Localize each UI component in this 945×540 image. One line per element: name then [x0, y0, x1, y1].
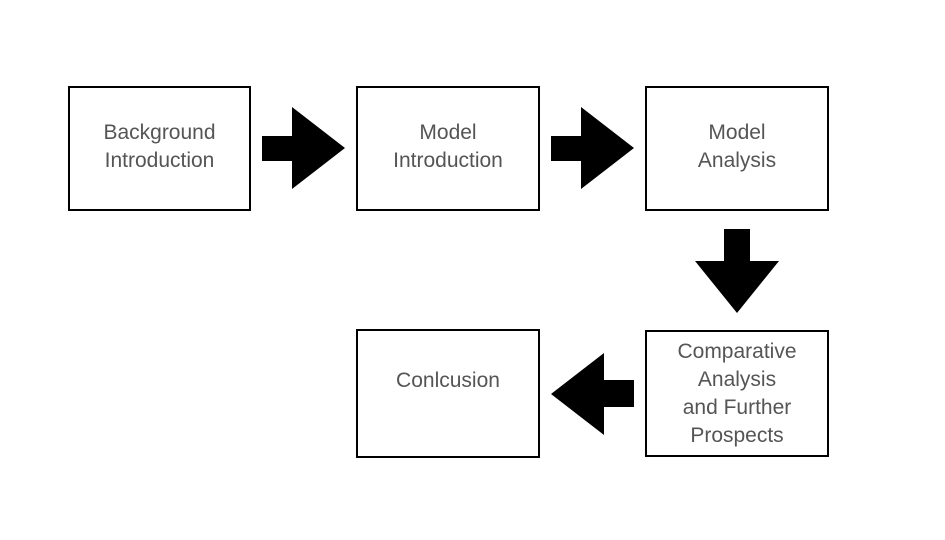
node-model-analysis: Model Analysis — [645, 86, 829, 211]
arrow-right-icon — [262, 107, 345, 189]
node-comparative-analysis: Comparative Analysis and Further Prospec… — [645, 330, 829, 457]
node-label-line: Analysis — [697, 148, 777, 172]
node-label-line: Introduction — [104, 148, 215, 172]
node-label-line: Prospects — [690, 423, 784, 447]
node-label-line: Background — [103, 120, 216, 144]
node-label-line: Model — [419, 120, 477, 144]
node-conclusion: Conlcusion — [356, 329, 540, 458]
node-label: Background Introduction — [80, 119, 240, 175]
node-label-line: Comparative — [677, 339, 797, 363]
node-label-line: Model — [708, 120, 766, 144]
node-label-line: Analysis — [697, 367, 777, 391]
node-label: Model Introduction — [368, 119, 528, 175]
node-label: Comparative Analysis and Further Prospec… — [657, 338, 817, 450]
node-label: Model Analysis — [657, 119, 817, 175]
node-label-line: Introduction — [393, 148, 503, 172]
node-model-introduction: Model Introduction — [356, 86, 540, 211]
arrow-down-icon — [695, 229, 779, 313]
arrow-left-icon — [551, 353, 634, 435]
arrow-right-icon — [551, 107, 634, 189]
node-label: Conlcusion — [368, 367, 528, 395]
node-background-introduction: Background Introduction — [68, 86, 251, 211]
node-label-line: Conlcusion — [396, 368, 500, 392]
node-label-line: and Further — [682, 395, 792, 419]
